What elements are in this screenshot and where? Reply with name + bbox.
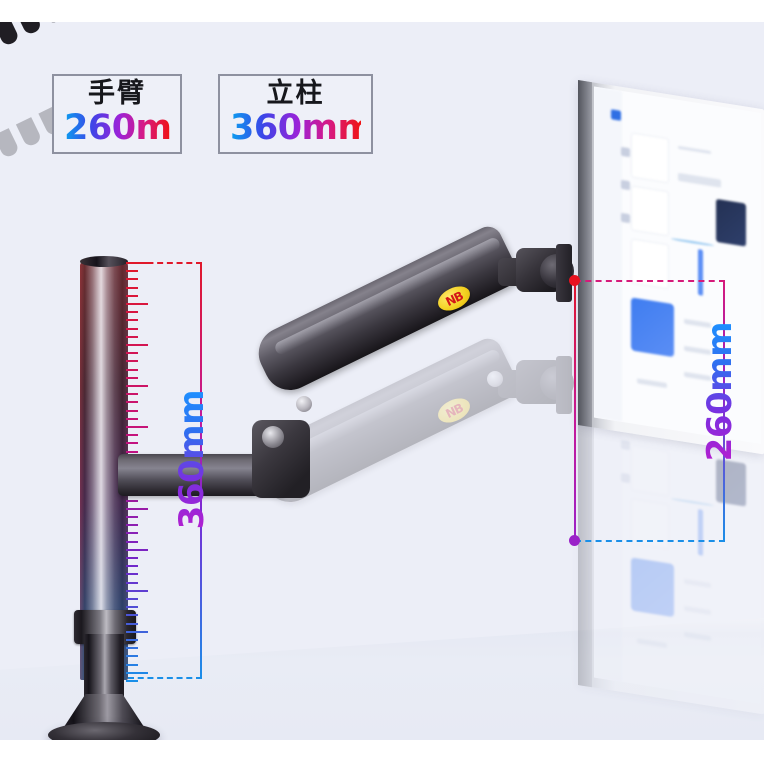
bracket-360-bottom-arm — [128, 677, 202, 679]
pivot-point-raised — [569, 275, 580, 286]
arm-tip-ghost — [498, 370, 532, 398]
column-lower-section — [84, 634, 124, 704]
nb-logo-text: NB — [443, 288, 465, 309]
cable-channel-teeth — [0, 22, 114, 50]
callout-column-title: 立柱 — [266, 78, 325, 109]
vesa-knuckle-ghost — [540, 366, 574, 400]
scene-backdrop: NB — [0, 22, 764, 740]
callout-arm-title: 手臂 — [88, 78, 146, 109]
column-top-cap — [80, 256, 128, 267]
arm-ghost-lowered: NB — [0, 95, 764, 740]
arm-elbow-ring — [262, 426, 284, 448]
bracket-360-vertical — [200, 262, 202, 679]
callout-box-column: 立柱 360mm — [218, 74, 374, 154]
callout-arm-value: 260mm — [64, 108, 208, 149]
callout-box-arm: 手臂 260mm — [52, 74, 208, 154]
callout-column-value: 360mm — [230, 108, 374, 149]
pivot-point-lowered — [569, 535, 580, 546]
vesa-head-joint-ghost — [516, 360, 562, 404]
arm-pivot-ring-ghost — [487, 371, 503, 387]
dimension-label-260-vertical: 260mm — [700, 322, 740, 462]
bracket-360-top-arm — [128, 262, 202, 264]
desk-clamp-base — [48, 722, 160, 740]
vesa-plate — [556, 244, 572, 302]
arm-raised: NB — [0, 22, 764, 740]
arm-pivot-ring-lower — [296, 396, 312, 412]
bracket-260-bottom-arm — [575, 540, 725, 542]
bracket-260-vertical — [723, 280, 725, 542]
vertical-travel-line — [574, 280, 576, 542]
bracket-260-top-arm — [575, 280, 725, 282]
dimension-label-360-vertical: 360mm — [172, 390, 212, 530]
vesa-plate-ghost — [556, 356, 572, 414]
